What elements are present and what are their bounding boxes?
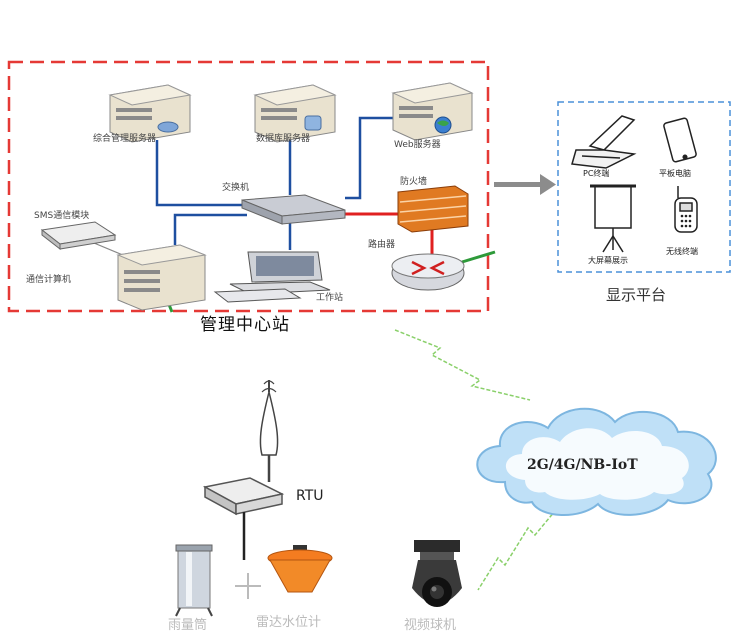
network-cloud-icon: [476, 407, 717, 516]
label-firewall: 防火墙: [400, 177, 428, 187]
radar-level-meter-icon: [267, 545, 333, 593]
wireless-link-center: [394, 329, 531, 401]
label-rtu: RTU: [296, 488, 324, 504]
antenna-icon: [259, 380, 279, 482]
label-integrated-server: 综合管理服务器: [93, 134, 157, 144]
label-tablet: 平板电脑: [659, 169, 691, 178]
label-database-server: 数据库服务器: [256, 134, 311, 144]
router-uplink: [461, 250, 496, 264]
label-camera: 视频球机: [404, 618, 457, 633]
tablet-icon: [663, 117, 697, 163]
lan-lines: [155, 116, 395, 250]
router-icon: [391, 253, 465, 291]
switch-icon: [241, 194, 346, 225]
dome-camera-icon: [412, 540, 462, 607]
comm-computer-icon: [116, 244, 207, 311]
rtu-icon: [202, 477, 285, 516]
sms-module-icon: [40, 221, 117, 251]
wireless-phone-icon: [674, 186, 698, 233]
cloud-label: 2G/4G/NB-IoT: [527, 457, 638, 473]
label-comm-computer: 通信计算机: [26, 275, 72, 285]
label-sms-module: SMS通信模块: [34, 211, 90, 221]
label-big-screen: 大屏幕展示: [588, 256, 628, 265]
server-integrated-icon: [108, 84, 192, 143]
display-boundary: [557, 101, 731, 273]
management-boundary: [7, 60, 490, 313]
workstation-icon: [213, 251, 331, 303]
display-title: 显示平台: [606, 286, 667, 304]
management-title: 管理中心站: [200, 315, 290, 335]
label-wireless: 无线终端: [666, 247, 698, 256]
label-pc: PC终端: [583, 169, 610, 178]
firewall-icon: [397, 185, 469, 233]
label-switch: 交换机: [222, 183, 250, 193]
big-screen-icon: [590, 184, 636, 253]
label-web-server: Web服务器: [394, 140, 441, 150]
label-radar: 雷达水位计: [256, 615, 322, 630]
label-rain-gauge: 雨量筒: [168, 618, 208, 633]
laptop-icon: [571, 115, 637, 169]
plus-icon: [235, 573, 261, 599]
label-workstation: 工作站: [316, 293, 344, 303]
server-web-icon: [391, 82, 474, 141]
rain-gauge-icon: [175, 544, 213, 617]
arrow-to-display: [494, 174, 556, 195]
wireless-link-field: [477, 504, 561, 591]
server-database-icon: [253, 84, 337, 143]
label-router: 路由器: [368, 240, 396, 250]
